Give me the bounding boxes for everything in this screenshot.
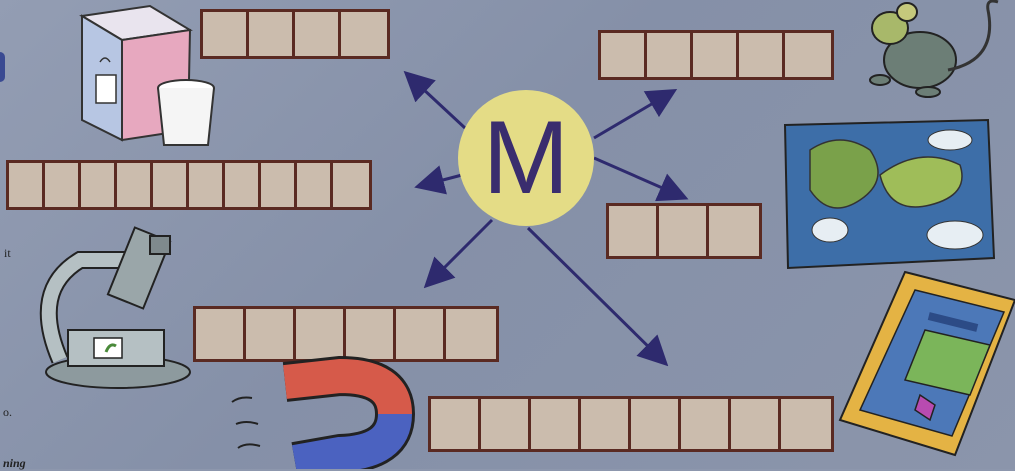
edge-fragment [0,52,5,82]
margin-text-2: o. [3,405,12,420]
margin-text-1: it [4,246,11,261]
